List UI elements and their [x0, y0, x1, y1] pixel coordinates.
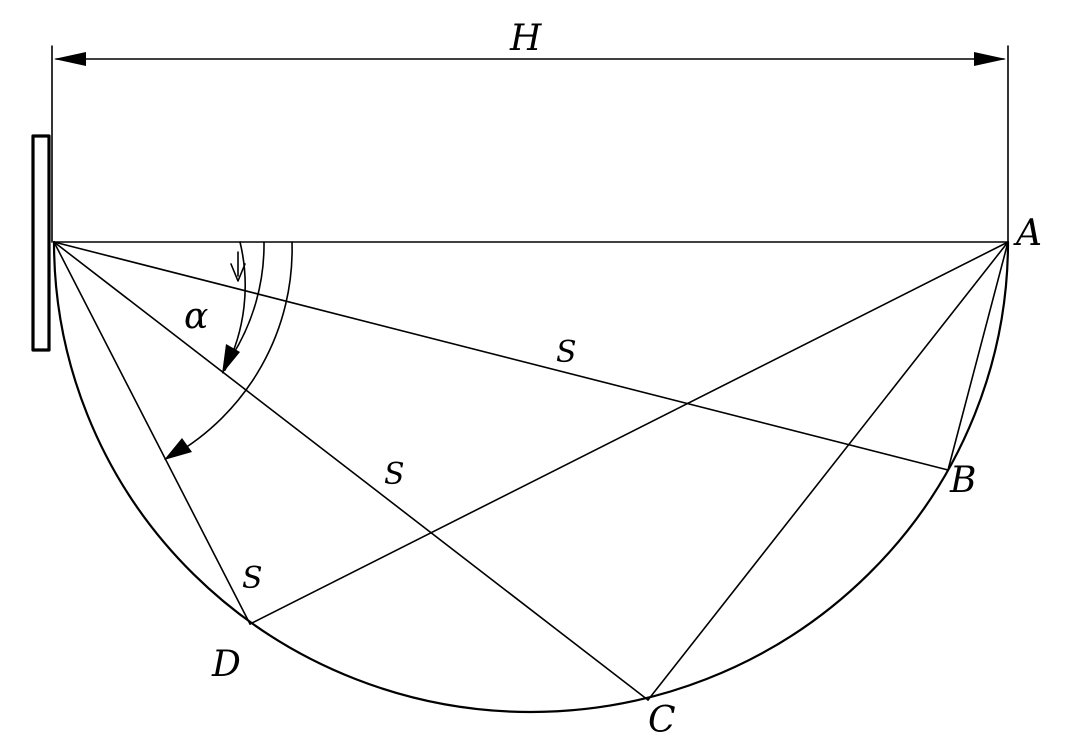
label-b: B — [949, 460, 976, 501]
angle-arc-outer — [171, 241, 293, 457]
outer-arrowhead — [164, 438, 192, 460]
dimension-arrow-right — [974, 52, 1006, 66]
angle-arc-middle — [231, 241, 265, 357]
label-s-middle: S — [384, 457, 405, 492]
chord-a-d — [249, 241, 1009, 625]
label-s-lower: S — [242, 561, 263, 596]
semicircle-arc — [52, 240, 1010, 714]
label-alpha: α — [184, 296, 208, 337]
chord-to-c — [53, 241, 649, 701]
label-h: H — [509, 18, 542, 59]
label-c: C — [648, 700, 676, 741]
label-a: A — [1013, 213, 1042, 254]
label-d: D — [211, 644, 241, 685]
chord-to-d — [53, 241, 251, 625]
dimension-arrow-left — [54, 52, 86, 66]
wall-plate — [31, 134, 51, 352]
chord-to-b — [53, 241, 949, 471]
angle-start-arrow — [230, 263, 246, 282]
chord-a-b — [947, 241, 1009, 471]
label-s-upper: S — [556, 335, 577, 370]
alpha-arrowhead — [222, 344, 240, 374]
chord-a-c — [647, 241, 1009, 701]
